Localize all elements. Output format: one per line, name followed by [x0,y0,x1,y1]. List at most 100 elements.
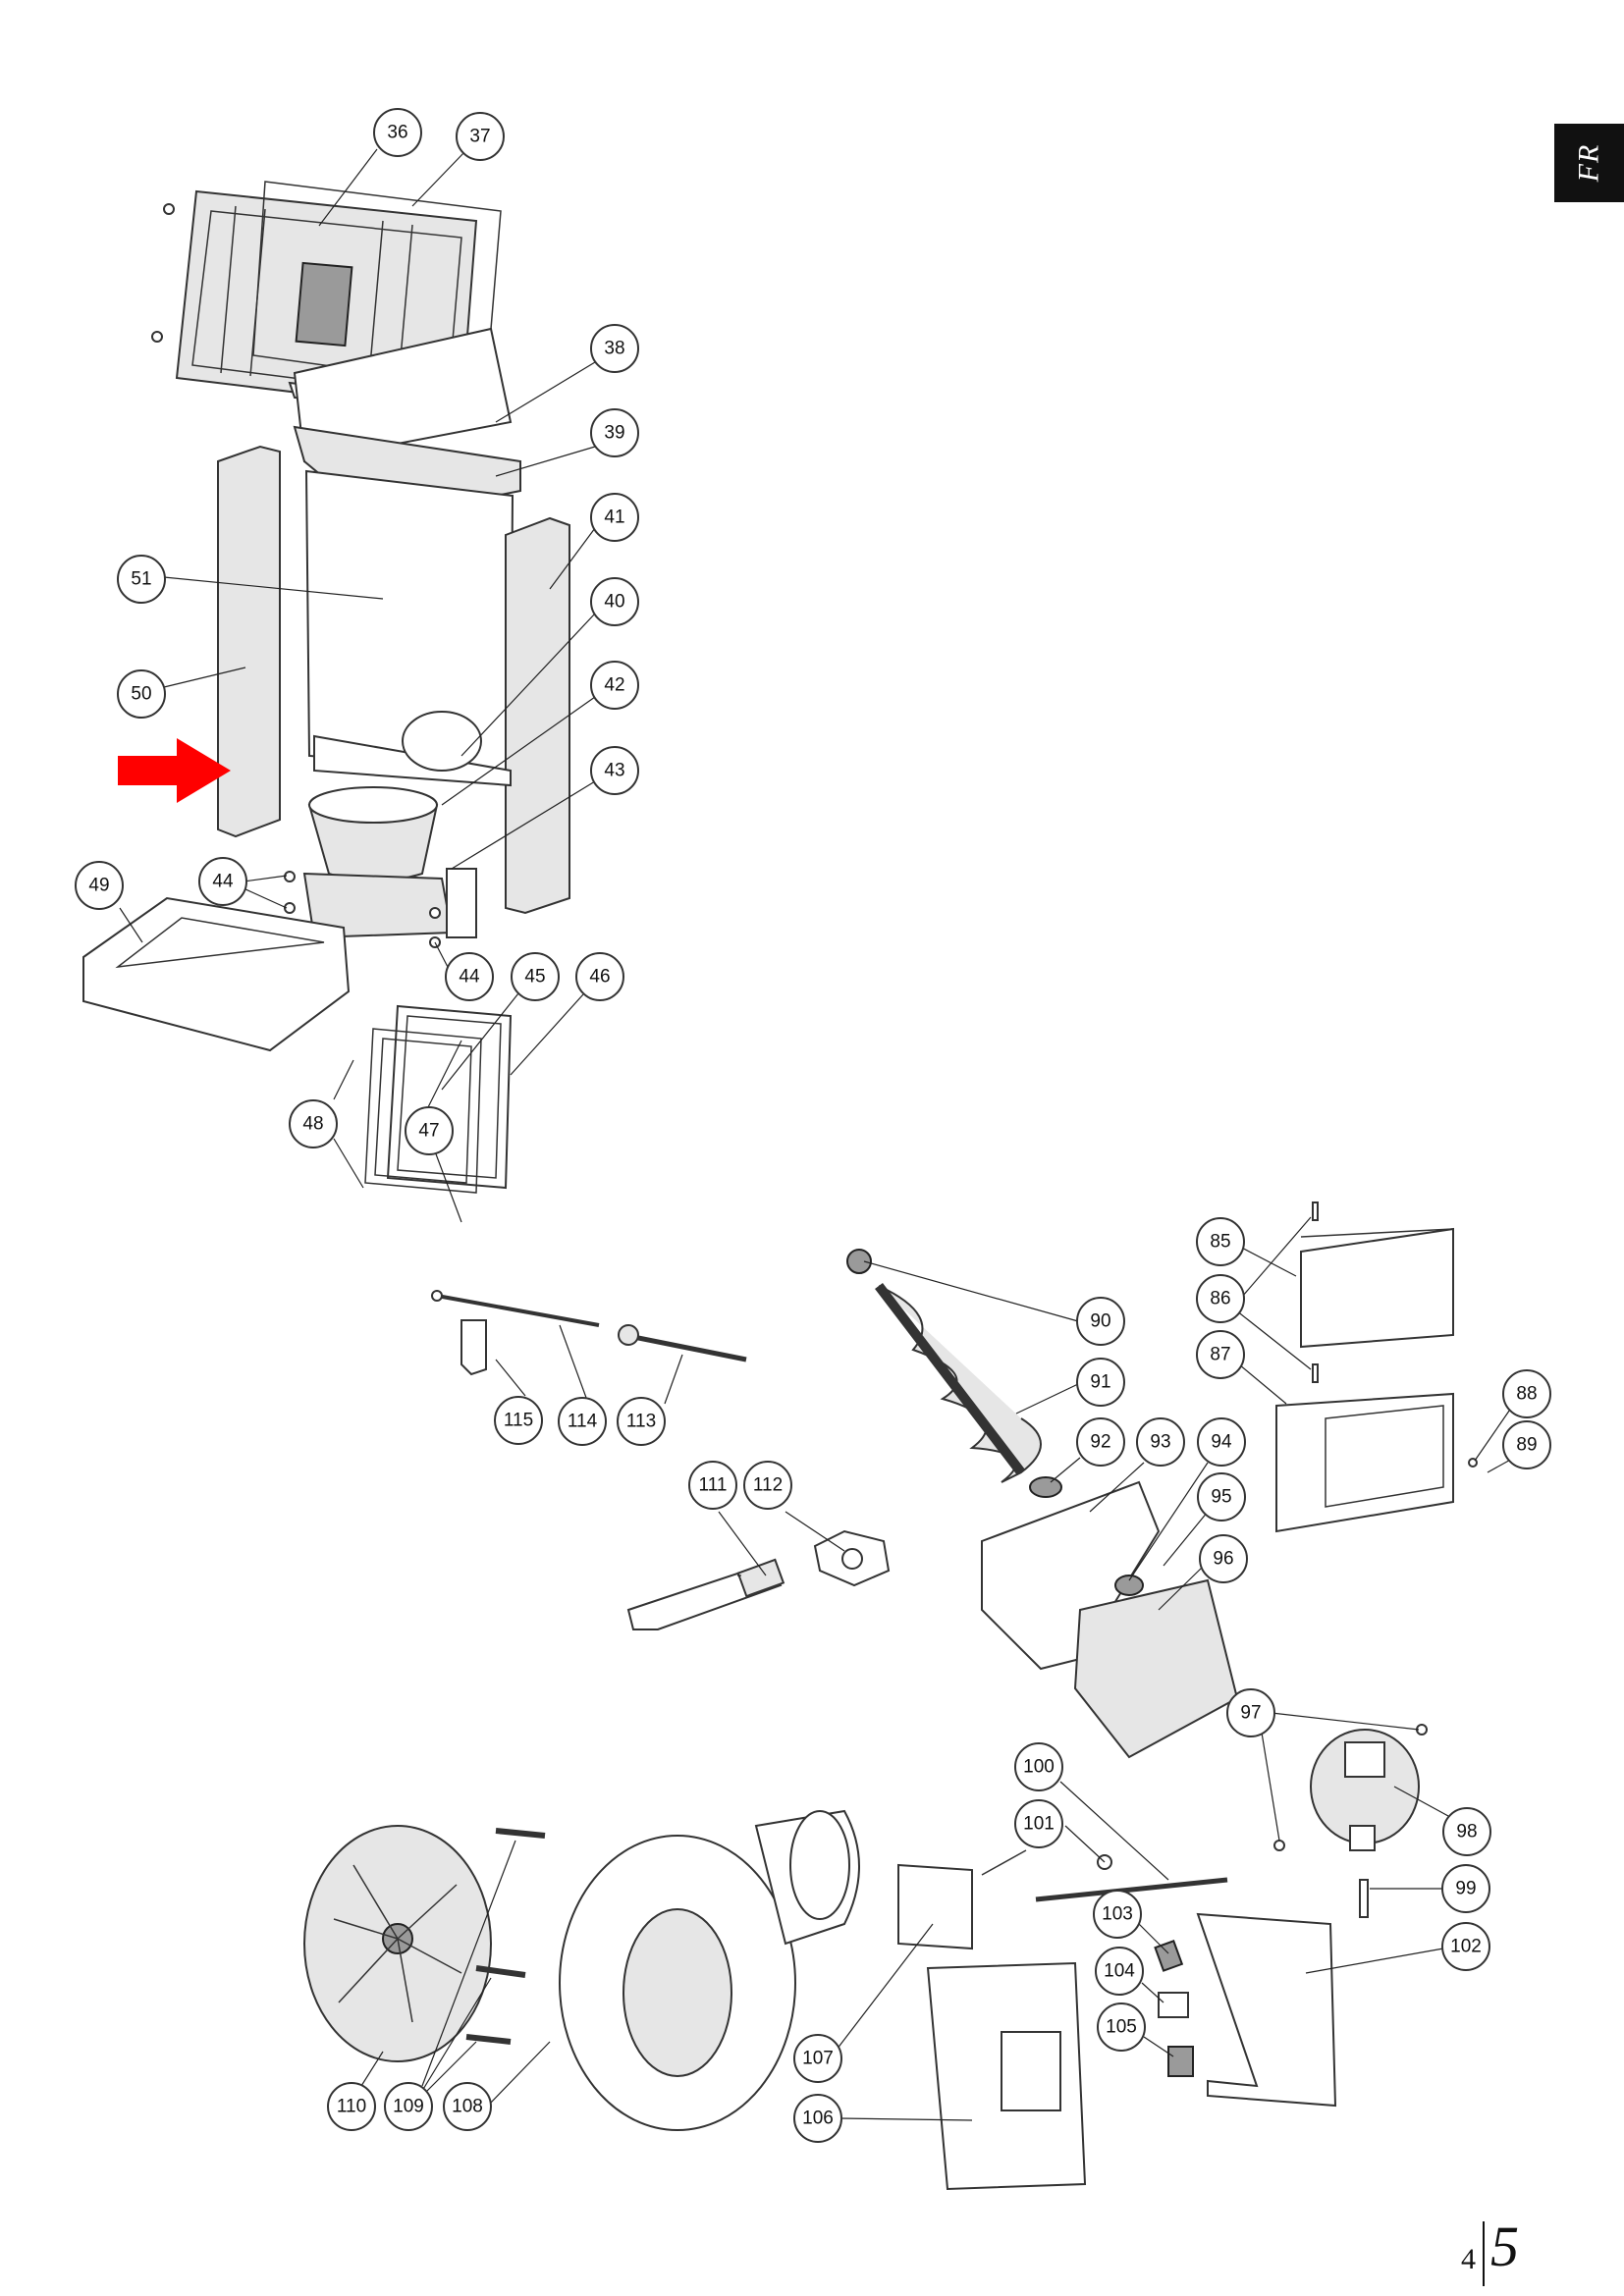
svg-text:42: 42 [604,675,624,696]
callout: 51 [117,555,166,604]
callout: 104 [1095,1947,1144,1996]
hopper-assembly-drawing [82,181,570,1194]
callout: 47 [405,1106,454,1155]
svg-text:40: 40 [604,592,624,613]
svg-text:47: 47 [418,1121,439,1142]
svg-text:93: 93 [1150,1432,1170,1453]
callout: 37 [456,112,505,161]
svg-text:90: 90 [1090,1311,1110,1332]
svg-text:51: 51 [131,569,151,590]
svg-text:95: 95 [1211,1487,1231,1508]
callouts: 36 37 38 39 40 41 42 43 44 44 45 46 47 4… [75,108,1551,2143]
door-parts-drawing [1275,1201,1478,1533]
callout: 110 [327,2082,376,2131]
svg-text:102: 102 [1450,1937,1482,1957]
control-board-drawing [897,1849,1087,2191]
callout: 91 [1076,1358,1125,1407]
callout: 108 [443,2082,492,2131]
svg-text:44: 44 [212,872,234,892]
svg-text:45: 45 [524,967,545,988]
svg-text:113: 113 [626,1412,656,1432]
svg-text:87: 87 [1210,1345,1230,1365]
callout: 86 [1196,1274,1245,1323]
callout: 44 [445,952,494,1001]
svg-text:106: 106 [802,2109,834,2129]
callout: 101 [1014,1799,1063,1848]
svg-text:100: 100 [1023,1757,1055,1778]
callout: 44 [198,857,247,906]
callout: 40 [590,577,639,626]
callout: 50 [117,669,166,719]
callout: 49 [75,861,124,910]
igniter-drawing [626,1529,891,1630]
svg-text:91: 91 [1090,1372,1110,1393]
callout: 107 [793,2034,842,2083]
auger-motor-drawing [846,1249,1239,1759]
svg-text:89: 89 [1516,1435,1537,1456]
rods-drawing [431,1290,747,1376]
svg-text:36: 36 [387,123,407,143]
callout: 90 [1076,1297,1125,1346]
callout: 36 [373,108,422,157]
callout: 85 [1196,1217,1245,1266]
svg-text:101: 101 [1023,1814,1055,1835]
page-number: 4 5 [1453,2214,1571,2292]
callout: 97 [1226,1688,1275,1737]
svg-text:111: 111 [699,1475,728,1496]
callout: 113 [617,1397,666,1446]
callout: 99 [1441,1864,1490,1913]
callout: 96 [1199,1534,1248,1583]
svg-text:104: 104 [1104,1961,1135,1982]
callout: 41 [590,493,639,542]
callout: 93 [1136,1417,1185,1467]
callout: 87 [1196,1330,1245,1379]
callout: 103 [1093,1890,1142,1939]
svg-text:103: 103 [1102,1904,1133,1925]
callout: 115 [494,1396,543,1445]
svg-text:97: 97 [1240,1703,1261,1724]
callout: 106 [793,2094,842,2143]
svg-text:38: 38 [604,339,624,359]
callout: 114 [558,1397,607,1446]
callout: 88 [1502,1369,1551,1418]
callout: 92 [1076,1417,1125,1467]
svg-text:105: 105 [1106,2017,1137,2038]
callout: 42 [590,661,639,710]
svg-text:37: 37 [469,127,490,147]
svg-text:92: 92 [1090,1432,1110,1453]
callout: 112 [743,1461,792,1510]
svg-text:39: 39 [604,423,624,444]
callout: 109 [384,2082,433,2131]
svg-text:86: 86 [1210,1289,1230,1309]
callout: 39 [590,408,639,457]
svg-text:41: 41 [604,507,624,528]
svg-text:99: 99 [1455,1879,1476,1899]
svg-text:109: 109 [393,2097,424,2117]
svg-text:96: 96 [1213,1549,1233,1570]
svg-text:108: 108 [452,2097,483,2117]
bracket-drawing [1154,1912,1337,2108]
svg-text:44: 44 [459,967,480,988]
svg-text:50: 50 [131,684,151,705]
callout: 111 [688,1461,737,1510]
callout: 94 [1197,1417,1246,1467]
svg-text:43: 43 [604,761,624,781]
svg-text:48: 48 [302,1114,323,1135]
callout: 46 [575,952,624,1001]
svg-text:110: 110 [337,2097,366,2117]
svg-text:94: 94 [1211,1432,1232,1453]
callout: 38 [590,324,639,373]
page-number-right: 5 [1490,2215,1519,2278]
callout: 45 [511,952,560,1001]
svg-text:85: 85 [1210,1232,1230,1253]
callout: 48 [289,1099,338,1148]
svg-text:114: 114 [568,1412,598,1432]
callout: 89 [1502,1420,1551,1469]
svg-text:88: 88 [1516,1384,1537,1405]
svg-text:112: 112 [753,1475,783,1496]
language-tab: FR [1554,124,1624,202]
svg-text:49: 49 [88,876,109,896]
callout: 43 [590,746,639,795]
callout: 102 [1441,1922,1490,1971]
svg-text:107: 107 [802,2049,834,2069]
